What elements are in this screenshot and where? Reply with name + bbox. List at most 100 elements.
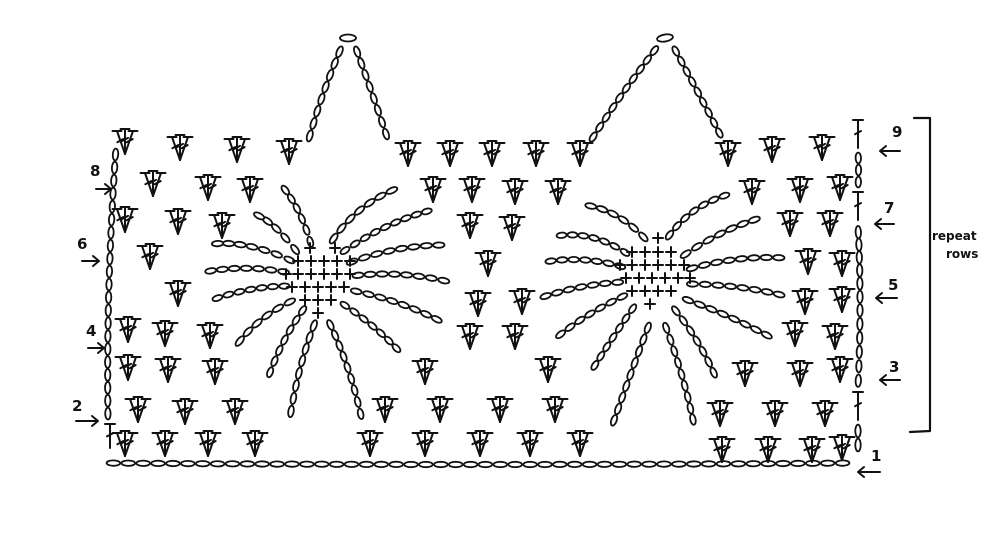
dc-cluster bbox=[714, 140, 742, 167]
chain-stitch bbox=[106, 251, 114, 266]
dc-post bbox=[156, 322, 166, 347]
dc-post bbox=[833, 252, 843, 277]
dc-yarn-over-tick bbox=[250, 186, 259, 192]
dc-yarn-over-tick bbox=[425, 368, 434, 374]
dc-post bbox=[506, 325, 516, 350]
dc-yarn-over-tick bbox=[461, 222, 470, 228]
chain-stitch bbox=[285, 324, 295, 336]
chain-stitch bbox=[687, 76, 697, 88]
dc-yarn-over-tick bbox=[548, 366, 557, 372]
chain-stitch bbox=[104, 381, 112, 395]
chain-stitch bbox=[609, 242, 621, 251]
dc-yarn-over-tick bbox=[743, 188, 752, 194]
dc-yarn-over-tick bbox=[826, 218, 834, 225]
dc-yarn-over-tick bbox=[741, 368, 749, 375]
chain-stitch bbox=[698, 96, 708, 108]
dc-cluster bbox=[544, 178, 572, 205]
dc-post bbox=[124, 130, 134, 155]
dc-yarn-over-tick bbox=[515, 333, 524, 339]
chain-stitch bbox=[353, 395, 362, 408]
chain-stitch bbox=[856, 330, 864, 345]
chain-stitch bbox=[298, 354, 307, 368]
dc-post bbox=[176, 400, 186, 425]
dc-post bbox=[116, 208, 126, 233]
chain-stitch bbox=[224, 460, 241, 468]
dc-post bbox=[791, 178, 801, 203]
chain-stitch bbox=[611, 460, 628, 468]
dc-cluster bbox=[208, 212, 236, 239]
dc-post bbox=[199, 176, 209, 201]
dc-cluster bbox=[566, 140, 594, 167]
chain-stitch bbox=[704, 106, 713, 119]
chain-stitch bbox=[724, 282, 737, 290]
dc-cluster bbox=[154, 356, 182, 383]
chain-arc bbox=[349, 287, 443, 324]
chain-stitch bbox=[586, 281, 600, 289]
dc-post bbox=[127, 318, 137, 343]
chain-stitch bbox=[104, 329, 112, 343]
dc-cluster bbox=[111, 430, 139, 457]
chain-stitch bbox=[772, 290, 786, 299]
chain-stitch bbox=[626, 368, 635, 381]
dc-yarn-over-tick bbox=[441, 150, 450, 156]
dc-yarn-over-tick bbox=[208, 184, 217, 190]
sc-stitch bbox=[280, 268, 292, 280]
chain-stitch bbox=[856, 303, 864, 318]
dc-yarn-over-tick bbox=[121, 438, 129, 445]
sc-stitch bbox=[614, 259, 626, 271]
dc-cluster bbox=[516, 430, 544, 457]
chain-stitch bbox=[302, 224, 311, 236]
chain-stitch bbox=[677, 368, 686, 381]
sc-stitch bbox=[299, 281, 311, 293]
dc-yarn-over-tick bbox=[812, 446, 821, 452]
dc-post bbox=[199, 432, 209, 457]
dc-post bbox=[424, 432, 434, 457]
chain-stitch bbox=[358, 460, 375, 469]
dc-post bbox=[557, 180, 567, 205]
dc-yarn-over-tick bbox=[826, 333, 835, 339]
dc-yarn-over-tick bbox=[838, 442, 846, 449]
dc-post bbox=[529, 432, 539, 457]
row-9-arrow-icon bbox=[879, 145, 901, 157]
dc-post bbox=[774, 402, 784, 427]
dc-yarn-over-tick bbox=[840, 366, 849, 372]
dc-post bbox=[169, 210, 179, 235]
dc-post bbox=[201, 324, 211, 349]
chain-stitch bbox=[356, 407, 365, 420]
chain-stitch bbox=[408, 305, 422, 314]
dc-post bbox=[177, 210, 187, 235]
chain-stitch bbox=[397, 300, 410, 310]
dc-yarn-over-tick bbox=[176, 408, 185, 414]
dc-post bbox=[469, 325, 479, 350]
dc-cluster bbox=[114, 354, 142, 381]
dc-yarn-over-tick bbox=[480, 440, 489, 446]
dc-cluster bbox=[508, 288, 536, 315]
dc-yarn-over-tick bbox=[555, 406, 564, 412]
sc-stitch bbox=[665, 259, 677, 271]
chain-arc bbox=[328, 186, 399, 245]
chain-stitch bbox=[462, 460, 479, 469]
dc-cluster bbox=[194, 174, 222, 201]
row-label-9: 9 bbox=[892, 123, 902, 141]
dc-cluster bbox=[275, 138, 303, 165]
dc-post bbox=[771, 138, 781, 163]
dc-yarn-over-tick bbox=[558, 188, 567, 194]
dc-cluster bbox=[241, 430, 269, 457]
stitch-symbols bbox=[104, 33, 864, 469]
dc-post bbox=[791, 362, 801, 387]
dc-yarn-over-tick bbox=[745, 370, 754, 376]
dc-post bbox=[246, 432, 256, 457]
chain-stitch bbox=[594, 303, 607, 313]
chain-stitch bbox=[339, 300, 351, 310]
chain-stitch bbox=[716, 309, 730, 319]
dc-post bbox=[546, 398, 556, 423]
dc-yarn-over-tick bbox=[153, 180, 162, 186]
chain-stitch bbox=[150, 459, 166, 468]
dc-yarn-over-tick bbox=[255, 440, 264, 446]
chain-stitch bbox=[106, 238, 115, 253]
row-6-arrow-icon bbox=[81, 255, 100, 267]
dc-yarn-over-tick bbox=[796, 368, 804, 375]
dc-cluster bbox=[164, 280, 192, 307]
chain-stitch bbox=[739, 319, 752, 329]
dc-post bbox=[491, 398, 501, 423]
